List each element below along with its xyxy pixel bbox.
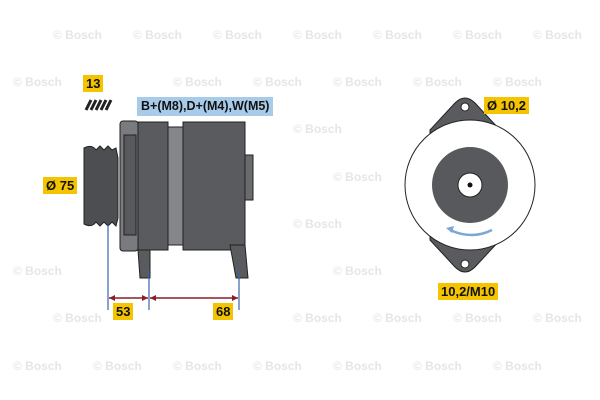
- watermark: © Bosch: [293, 122, 342, 136]
- quantity-label: 13: [83, 75, 104, 92]
- watermark: © Bosch: [333, 170, 382, 184]
- watermark: © Bosch: [293, 217, 342, 231]
- dimension-68-label: 68: [213, 303, 234, 320]
- terminal-label: B+(M8),D+(M4),W(M5): [137, 97, 274, 116]
- watermark: © Bosch: [333, 264, 382, 278]
- mount-foot-front: [137, 249, 151, 279]
- dimension-53-label: 53: [113, 303, 134, 320]
- watermark: © Bosch: [453, 28, 502, 42]
- watermark: © Bosch: [493, 359, 542, 373]
- stator-ring: [167, 126, 184, 246]
- watermark: © Bosch: [13, 75, 62, 89]
- watermark: © Bosch: [333, 359, 382, 373]
- top-hole: [460, 102, 470, 112]
- watermark: © Bosch: [93, 359, 142, 373]
- watermark: © Bosch: [373, 311, 422, 325]
- alternator-side-view: [83, 120, 254, 279]
- rear-boss: [244, 154, 254, 201]
- rotation-arrow-icon: [449, 228, 493, 237]
- watermark: © Bosch: [533, 28, 582, 42]
- watermark: © Bosch: [53, 28, 102, 42]
- watermark: © Bosch: [293, 311, 342, 325]
- watermark: © Bosch: [453, 311, 502, 325]
- watermark: © Bosch: [253, 75, 302, 89]
- watermark: © Bosch: [13, 359, 62, 373]
- watermark: © Bosch: [253, 359, 302, 373]
- rear-housing: [182, 121, 246, 251]
- watermark: © Bosch: [533, 311, 582, 325]
- watermark: © Bosch: [373, 28, 422, 42]
- alternator-front-view: [404, 97, 536, 273]
- mount-foot-rear: [229, 244, 249, 279]
- watermark: © Bosch: [53, 311, 102, 325]
- stator-front: [137, 121, 169, 251]
- watermark: © Bosch: [293, 28, 342, 42]
- watermark: © Bosch: [493, 75, 542, 89]
- watermark: © Bosch: [413, 359, 462, 373]
- watermark: © Bosch: [333, 75, 382, 89]
- pulley: [83, 145, 119, 227]
- dimension-lines: [107, 225, 240, 310]
- bottom-hole: [460, 259, 470, 269]
- hatch-symbol: [84, 99, 114, 111]
- hole-diameter-label: Ø 10,2: [484, 97, 530, 114]
- watermark: © Bosch: [133, 28, 182, 42]
- watermark: © Bosch: [213, 28, 262, 42]
- mount-hole-label: 10,2/M10: [438, 283, 499, 300]
- watermark: © Bosch: [173, 75, 222, 89]
- pulley-diameter-label: Ø 75: [43, 177, 78, 194]
- watermark: © Bosch: [413, 75, 462, 89]
- watermark: © Bosch: [173, 359, 222, 373]
- watermark: © Bosch: [13, 264, 62, 278]
